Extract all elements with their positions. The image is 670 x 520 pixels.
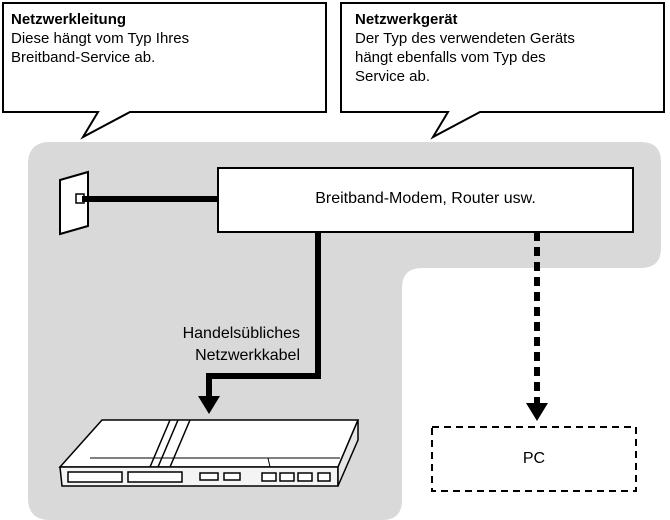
callout-title: Netzwerkleitung xyxy=(11,11,127,28)
callout-title: Netzwerkgerät xyxy=(355,11,458,28)
pc-connection-arrowhead xyxy=(526,403,548,421)
cable-label: Handelsübliches Netzwerkkabel xyxy=(130,323,300,367)
pc-box xyxy=(431,426,637,492)
cable-arrowhead xyxy=(198,396,220,414)
callout-line: hängt ebenfalls vom Typ des xyxy=(355,49,546,66)
network-cable-line xyxy=(206,232,321,398)
callout-network-line: Netzwerkleitung Diese hängt vom Typ Ihre… xyxy=(11,10,321,67)
callout-line: Diese hängt vom Typ Ihres xyxy=(11,30,190,47)
network-wall-outlet-icon xyxy=(59,170,89,236)
callout-line: Service ab. xyxy=(355,68,431,85)
modem-box xyxy=(217,167,634,233)
callout-line: Breitband-Service ab. xyxy=(11,49,156,66)
cable-label-line: Netzwerkkabel xyxy=(195,347,300,364)
callout-network-device: Netzwerkgerät Der Typ des verwendeten Ge… xyxy=(355,10,660,86)
pc-label: PC xyxy=(522,450,546,467)
callout-bubble-network-device xyxy=(340,2,665,140)
callout-bubble-network-line xyxy=(2,2,327,140)
modem-label: Breitband-Modem, Router usw. xyxy=(315,190,536,207)
game-console-icon xyxy=(58,419,360,487)
callout-line: Der Typ des verwendeten Geräts xyxy=(355,30,575,47)
cable-label-line: Handelsübliches xyxy=(182,325,300,342)
